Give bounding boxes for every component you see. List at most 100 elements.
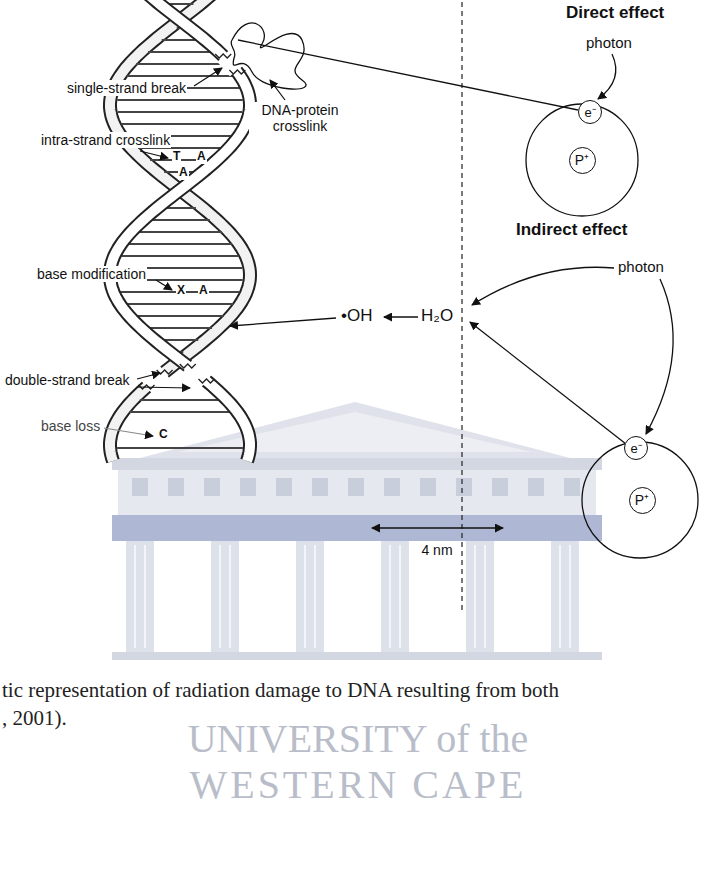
protein-squiggle (231, 23, 306, 89)
base-letter: X (176, 284, 186, 298)
nucleus-symbol: P⁺ (575, 153, 589, 167)
strand-break-edge (215, 54, 231, 58)
damage-label: base loss (40, 418, 101, 434)
base-letter: A (196, 150, 207, 164)
dentil (528, 478, 544, 496)
electron-symbol: e⁻ (630, 442, 641, 455)
cornice (112, 458, 602, 470)
damage-label: base modification (36, 266, 147, 282)
base-pair-rung (162, 339, 199, 341)
column (211, 541, 239, 652)
base-pair-rung (117, 99, 242, 101)
leader-arrow (137, 387, 190, 388)
strand-break-edge (180, 364, 196, 368)
electron-circle: e⁻ (624, 436, 648, 460)
nucleus-symbol: P⁺ (635, 493, 649, 507)
column (551, 541, 579, 652)
strand-break-edge (198, 379, 214, 383)
leader-arrow (137, 373, 160, 379)
watermark-text: UNIVERSITY of the (188, 716, 529, 762)
base-pair-rung (162, 39, 199, 41)
dentil (456, 478, 472, 496)
base-pair-rung (140, 399, 220, 401)
base-pair-rung (127, 75, 233, 77)
column (381, 541, 409, 652)
building-base (112, 652, 602, 660)
electron-track (238, 40, 578, 110)
damage-label: intra-strand crosslink (40, 132, 171, 148)
frieze (118, 470, 596, 515)
base-pair-rung (117, 447, 243, 449)
divider-dashed (461, 2, 462, 612)
base-pair-rung (148, 51, 212, 53)
blue-band (112, 515, 602, 541)
base-letter: C (158, 428, 169, 442)
dna-helix (110, 0, 250, 461)
leader-arrow (270, 80, 285, 100)
dentil (132, 478, 148, 496)
dentil (204, 478, 220, 496)
photon-arrow (598, 54, 616, 99)
molecule-label: H₂O (420, 306, 454, 326)
caption-fragment: , 2001). (2, 706, 67, 730)
base-pair-rung (128, 243, 232, 245)
base-pair-rung (121, 255, 238, 257)
dna-strand-back (110, 0, 250, 461)
damage-label: single-strand break (66, 80, 187, 96)
dentil (384, 478, 400, 496)
base-pair-rung (130, 411, 231, 413)
column-flutes (135, 545, 570, 648)
dentil (312, 478, 328, 496)
photon-label: photon (586, 34, 632, 51)
dna-strand-back-outline (110, 0, 250, 461)
base-pair-rung (136, 315, 224, 317)
base-pair-rung (148, 327, 212, 329)
electron-symbol: e⁻ (584, 106, 595, 119)
base-letter: T (172, 150, 181, 164)
dentil (240, 478, 256, 496)
dimension-label: 4 nm (421, 542, 452, 558)
dna-strand-front-outline (110, 0, 250, 461)
strand-break-edge (229, 70, 245, 74)
dentil (276, 478, 292, 496)
base-pair-rung (136, 63, 224, 65)
nucleus-circle: P⁺ (629, 487, 656, 514)
photon-label: photon (618, 258, 664, 275)
leader-arrow (140, 151, 168, 158)
pediment (140, 402, 570, 458)
dentil (420, 478, 436, 496)
base-pair-rung (121, 123, 238, 125)
damage-label: double-strand break (4, 372, 131, 388)
photon-arrow (646, 279, 673, 434)
radical-label: •OH (340, 306, 373, 326)
pediment-inner (178, 412, 532, 452)
dentil (564, 478, 580, 496)
leader-arrow (104, 428, 153, 436)
radical-arrow (384, 316, 418, 317)
watermark-text: WESTERN CAPE (189, 762, 526, 808)
base-pair-rung (138, 231, 222, 233)
base-letter: A (198, 284, 209, 298)
atom-outline (582, 442, 698, 558)
column (296, 541, 324, 652)
nucleus-circle: P⁺ (569, 147, 596, 174)
section-heading: Indirect effect (516, 220, 627, 240)
column (466, 541, 494, 652)
dna-strand-front (110, 0, 250, 461)
leader-arrow (194, 68, 222, 86)
damage-label: DNA-protein crosslink (249, 102, 351, 134)
base-pair-rung (150, 219, 210, 221)
dentil (492, 478, 508, 496)
strand-break-gap (188, 366, 207, 381)
electron-circle: e⁻ (578, 100, 602, 124)
dentil (348, 478, 364, 496)
base-letter: A (178, 166, 189, 180)
electron-arrow (470, 322, 626, 444)
dentil (168, 478, 184, 496)
section-heading: Direct effect (566, 3, 664, 23)
dimension-arrow (372, 527, 503, 528)
watermark-building (112, 402, 602, 660)
photon-arrow (472, 267, 614, 305)
radical-arrow (230, 318, 336, 326)
